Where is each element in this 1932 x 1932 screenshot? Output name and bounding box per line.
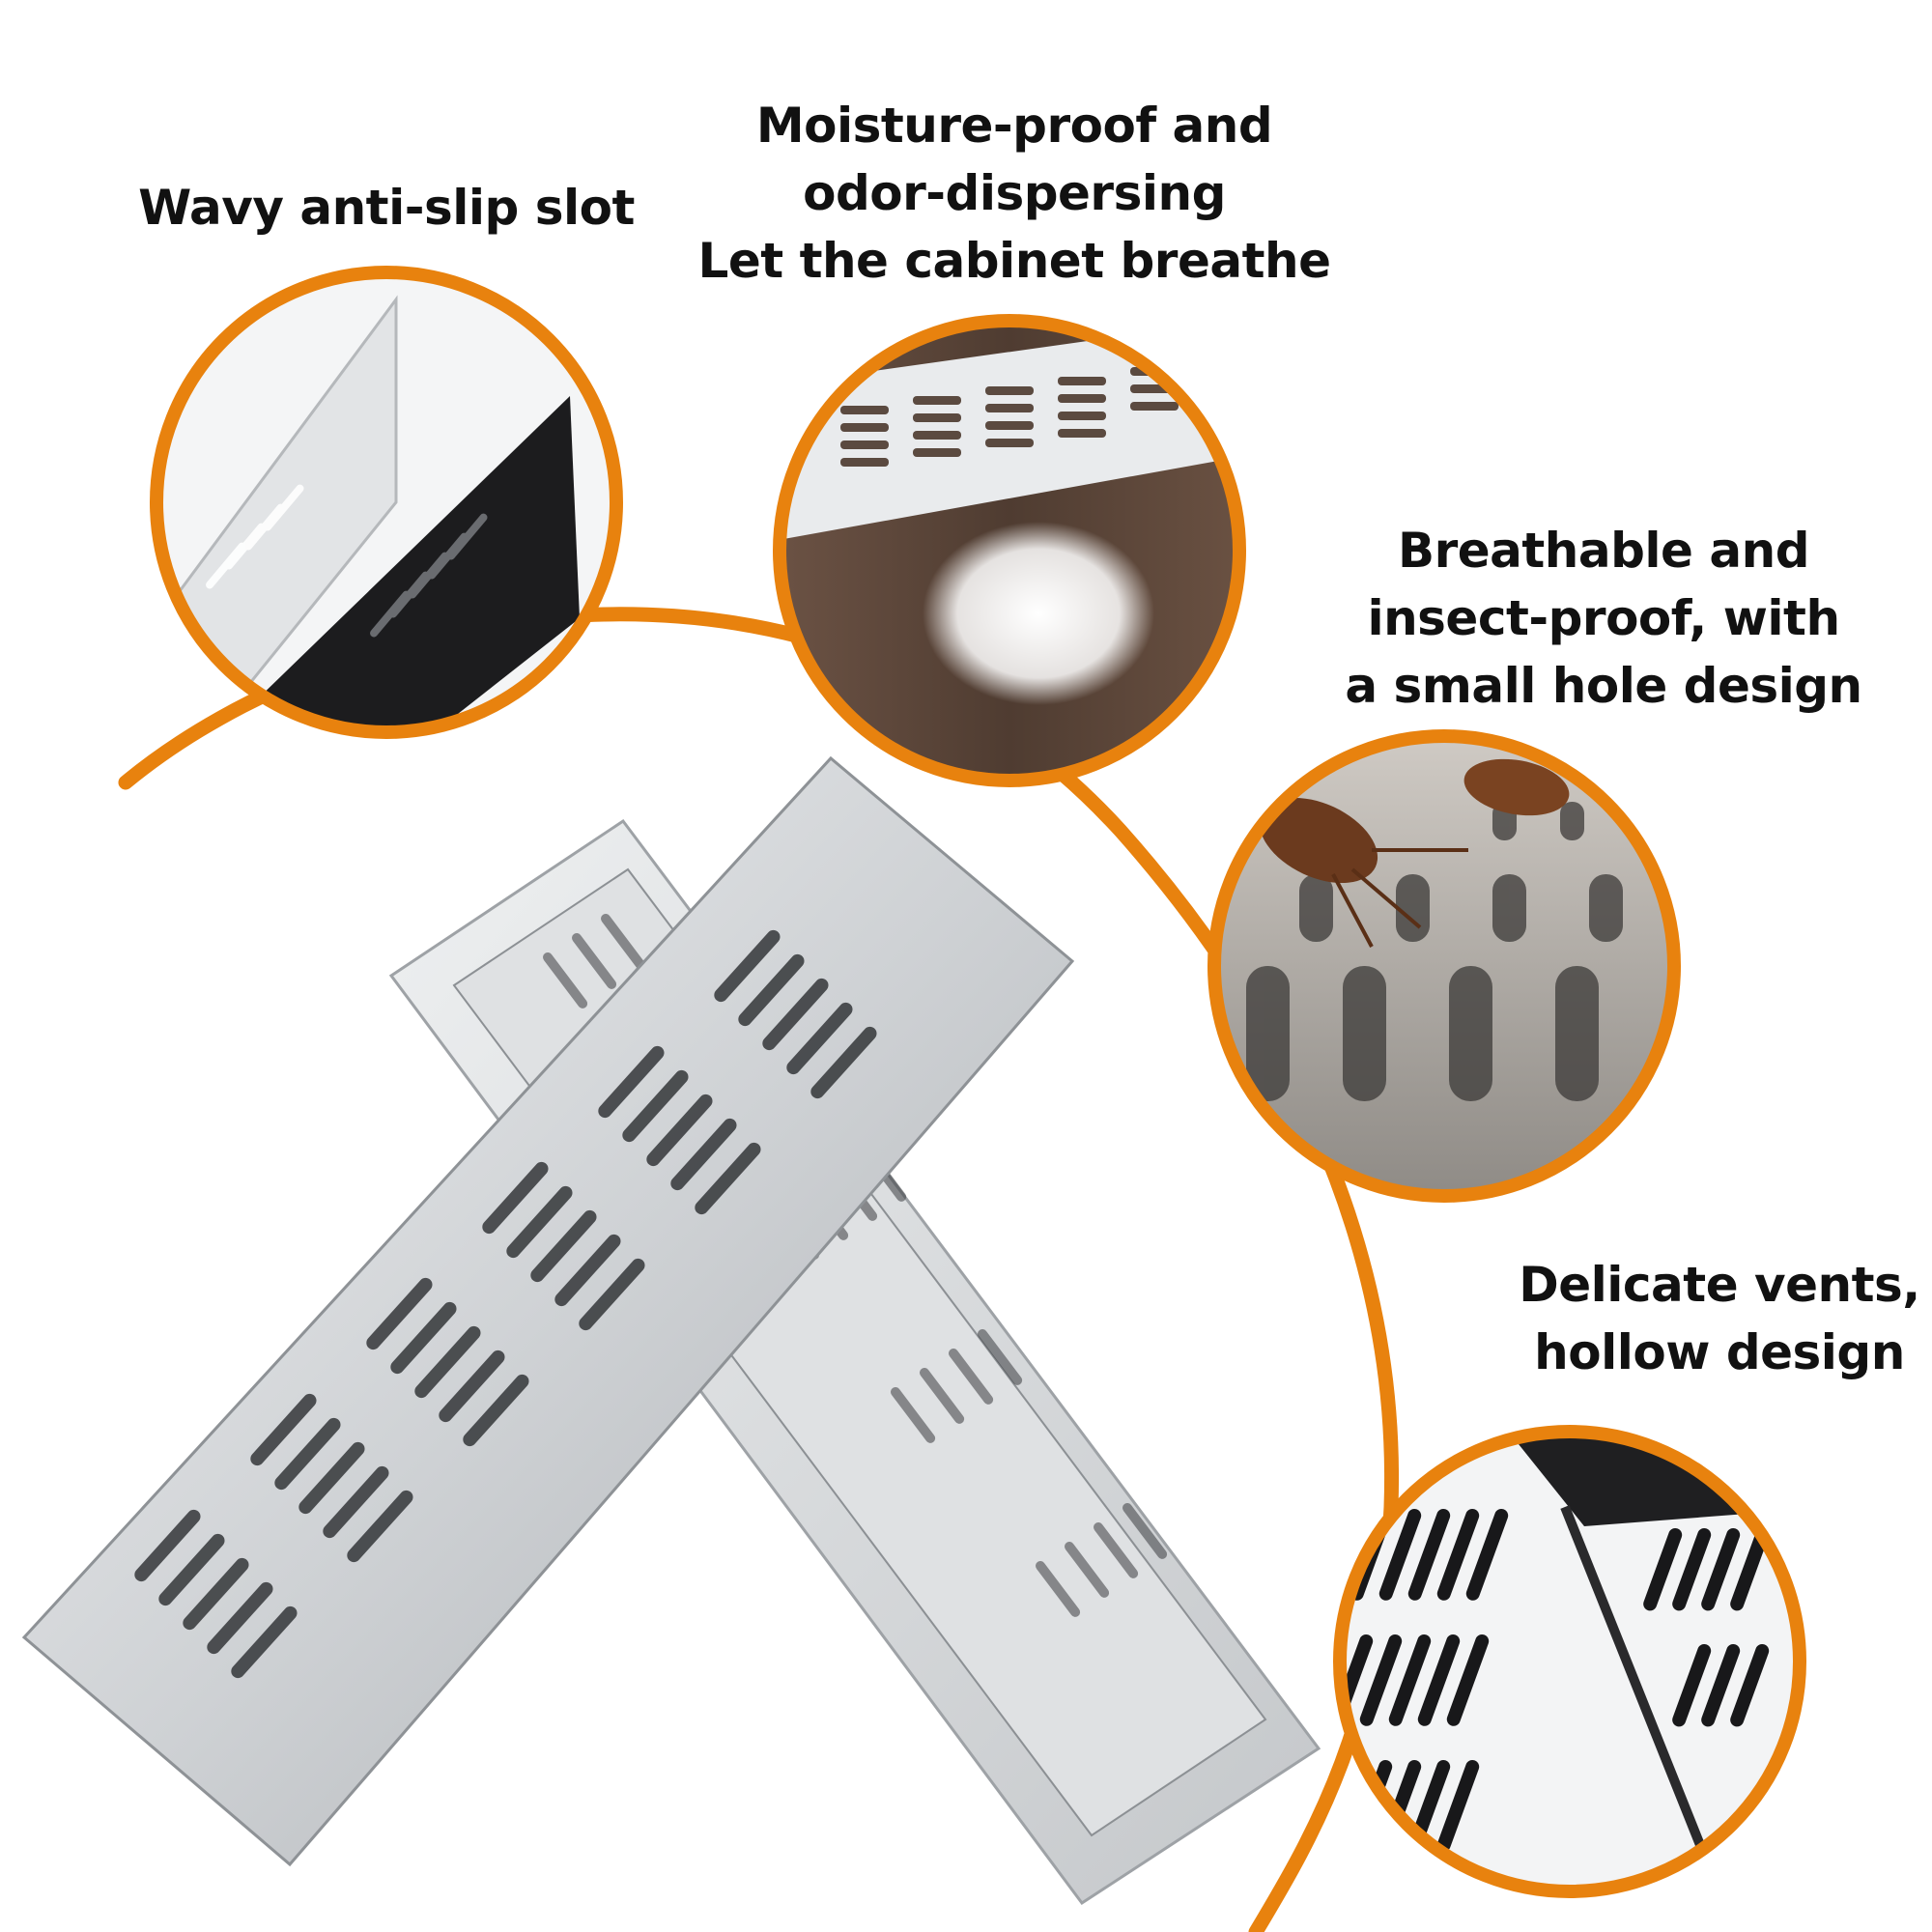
vent-plate-front (21, 755, 1075, 1867)
caption-anti-slip-line-1: Wavy anti-slip slot (138, 180, 635, 236)
caption-moisture-line-2: odor-dispersing (803, 165, 1226, 221)
front-plate-slots (134, 929, 877, 1679)
detail-circle-insect (1208, 729, 1681, 1203)
cockroach-icon (1259, 758, 1570, 948)
caption-moisture-line-3: Let the cabinet breathe (697, 233, 1331, 289)
detail-circle-moisture (773, 314, 1246, 787)
caption-vents-line-1: Delicate vents, (1519, 1257, 1920, 1313)
caption-moisture-line-1: Moisture-proof and (755, 98, 1273, 154)
caption-insect-line-2: insect-proof, with (1367, 590, 1840, 646)
caption-insect: Breathable and insect-proof, with a smal… (1333, 517, 1874, 720)
caption-insect-line-1: Breathable and (1397, 523, 1810, 579)
caption-vents: Delicate vents, hollow design (1507, 1251, 1932, 1386)
caption-insect-line-3: a small hole design (1345, 658, 1862, 714)
caption-anti-slip: Wavy anti-slip slot (116, 174, 657, 242)
detail-circle-anti-slip (150, 266, 623, 739)
caption-moisture: Moisture-proof and odor-dispersing Let t… (696, 92, 1333, 295)
caption-vents-line-2: hollow design (1534, 1324, 1905, 1380)
airflow-cloud-icon (923, 522, 1154, 705)
